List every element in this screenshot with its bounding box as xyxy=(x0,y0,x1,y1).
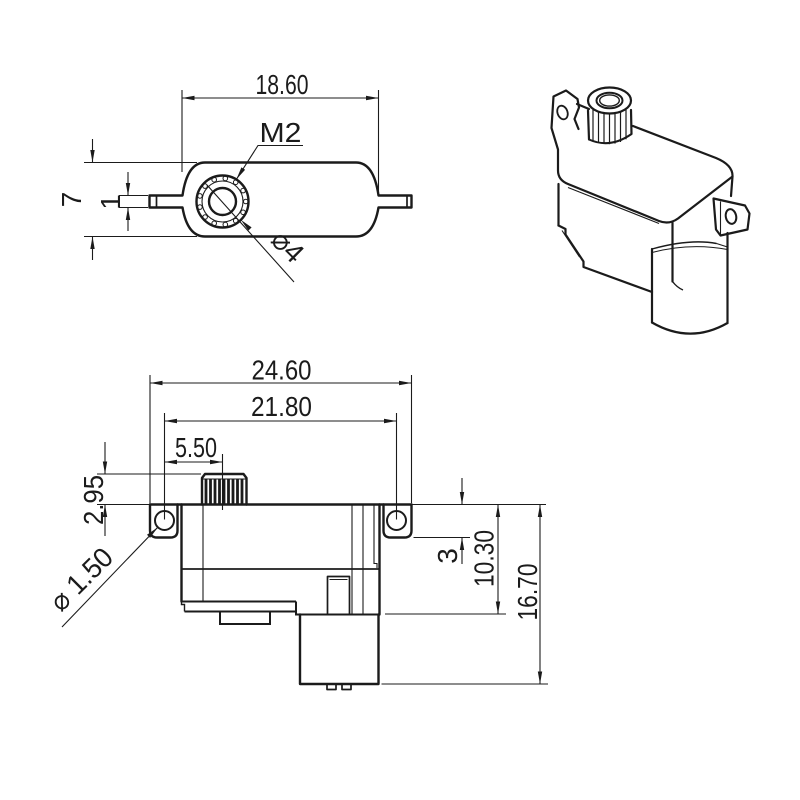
gear-bore-circle xyxy=(207,186,238,217)
iso-view xyxy=(550,86,751,335)
dim-text-overall-height: 16.70 xyxy=(512,564,543,621)
base-plate-right-edge xyxy=(295,601,300,616)
iso-gear-side xyxy=(586,109,591,141)
arrowhead xyxy=(150,380,163,386)
iso-cylinder-bottom-arc xyxy=(650,321,729,335)
dim-upper-body-height: 10.30 xyxy=(385,504,506,615)
dim-text-body-width: 7 xyxy=(56,192,87,208)
iso-gear-bore-inner xyxy=(599,94,621,107)
iso-cylinder-top-arc-2 xyxy=(651,246,728,254)
motor-terminal xyxy=(326,684,337,691)
iso-case-lip-line xyxy=(567,186,660,225)
iso-bottom-left-steps xyxy=(557,224,654,294)
dim-overall-width: 24.60 xyxy=(149,355,413,503)
connector-block xyxy=(219,611,271,625)
arrowhead xyxy=(90,150,95,163)
output-gear-outline xyxy=(200,472,248,506)
arrowhead xyxy=(102,504,108,517)
arrowhead xyxy=(125,183,131,196)
arrowhead xyxy=(90,236,95,249)
arrowhead xyxy=(537,671,543,684)
dim-text-hole-spacing: 21.80 xyxy=(251,391,312,422)
dim-text-body-length: 18.60 xyxy=(256,69,309,100)
dim-gear-offset: 5.50 xyxy=(164,432,224,510)
dim-text-tab-thickness: 1 xyxy=(95,194,126,210)
dim-text-gear-offset: 5.50 xyxy=(175,432,217,463)
dim-gear-height: 2.95 xyxy=(78,442,201,536)
iso-gear-spline-stripes xyxy=(592,108,627,145)
arrowhead xyxy=(384,418,397,424)
iso-cylinder-arc-join xyxy=(716,242,728,248)
dim-text-overall-width: 24.60 xyxy=(252,355,312,386)
top-view: 18.60 7 1 M2 ⌀ xyxy=(56,69,413,283)
arrowhead xyxy=(164,418,177,424)
leader-line xyxy=(235,144,303,180)
arrowhead xyxy=(495,504,501,517)
arrowhead xyxy=(495,601,501,614)
iso-right-tab-hole xyxy=(724,208,738,225)
arrowhead xyxy=(366,95,379,101)
iso-right-corner-edge xyxy=(729,175,734,198)
iso-top-face xyxy=(556,124,734,224)
arrowhead xyxy=(210,459,223,465)
dim-hole-spacing: 21.80 xyxy=(163,391,398,520)
arrowhead xyxy=(459,537,465,550)
dim-tab-thickness: 1 xyxy=(95,172,148,231)
motor-terminal xyxy=(341,684,352,691)
dim-body-width: 7 xyxy=(56,139,197,260)
arrowhead xyxy=(399,380,412,386)
arrowhead xyxy=(459,492,465,505)
arrowhead xyxy=(164,459,177,465)
label-thread-m2: M2 xyxy=(235,117,303,180)
label-text-thread: M2 xyxy=(260,117,302,148)
gear-spline-teeth xyxy=(197,175,249,228)
arrowhead xyxy=(240,219,252,231)
right-mount-tab xyxy=(382,503,413,539)
arrowhead xyxy=(125,207,131,220)
dim-text-gear-height: 2.95 xyxy=(78,475,109,525)
arrowhead xyxy=(147,527,158,538)
iso-gear-bore-outer xyxy=(595,91,624,110)
dim-overall-height: 16.70 xyxy=(381,504,548,685)
iso-right-tab xyxy=(712,197,751,237)
dim-flange-drop: 3 xyxy=(381,478,546,564)
gear-spline-root-circle xyxy=(201,180,244,223)
rear-case-line xyxy=(373,504,378,568)
arrowhead xyxy=(182,95,195,101)
dim-text-flange-drop: 3 xyxy=(432,548,463,564)
arrowhead xyxy=(236,167,246,180)
motor-can-outline xyxy=(298,613,380,686)
iso-gear-bottom-arc xyxy=(588,133,633,145)
dim-text-upper-body-height: 10.30 xyxy=(469,530,500,587)
top-view-body-outline xyxy=(148,161,413,238)
leader-line xyxy=(61,526,159,628)
iso-gear-side xyxy=(629,108,633,136)
iso-left-tab xyxy=(550,89,581,151)
output-gear-spline-stripes xyxy=(204,479,244,504)
base-plate-left-step xyxy=(180,601,186,612)
leader-line xyxy=(206,184,295,283)
iso-cylinder-top-arc xyxy=(651,241,717,250)
arrowhead xyxy=(537,504,543,517)
iso-left-tab-hole xyxy=(556,104,569,121)
case-notch xyxy=(326,575,351,615)
iso-step-inner-line xyxy=(561,230,580,258)
dim-body-length: 18.60 xyxy=(181,69,380,194)
arrowhead xyxy=(102,461,108,474)
iso-corner-fillet xyxy=(671,281,684,291)
